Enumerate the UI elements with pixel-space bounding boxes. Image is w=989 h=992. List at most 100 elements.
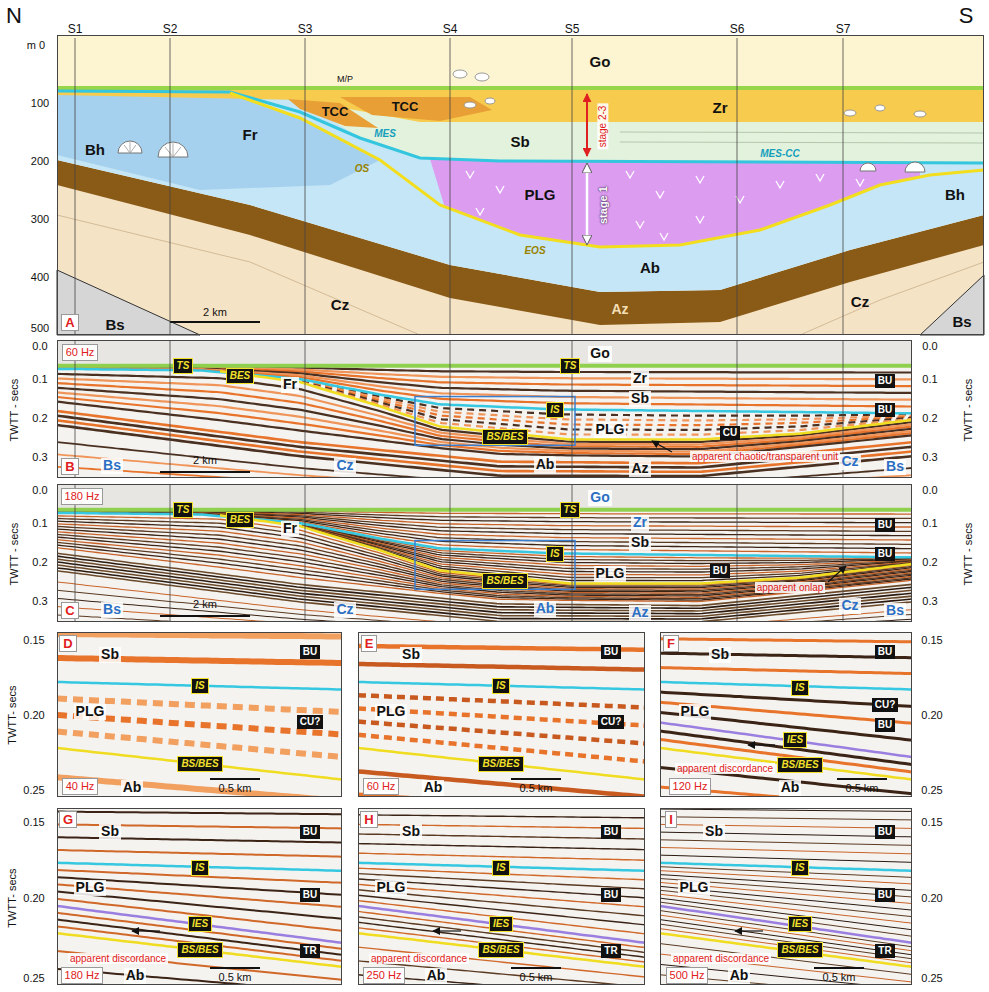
seismic-reflector [660,902,912,936]
unit-label: Sb [99,824,121,839]
tag-text: BU [878,375,892,386]
tcc-unit [340,97,492,121]
pebble [464,102,476,108]
horizon-tag: IES [788,916,812,932]
axis-label: 0.15 [23,634,44,646]
annotation: apparent discordance [671,953,771,964]
cross-section [57,35,984,335]
horizon-label: EOS [524,245,545,256]
unit-label: TCC [322,105,349,119]
compass-label: N [6,4,22,28]
unit-tag: BU [875,547,895,561]
stage-label: stage 1 [597,186,609,224]
horizon-tag: IS [492,678,509,694]
axis-label: m 0 [27,39,45,51]
horizon-tag: BS/BES [478,756,523,772]
unit-label: Zr [713,100,728,117]
tag-text: TR [303,945,316,956]
unit-label: Sb [510,134,529,151]
fr-unit [57,92,380,190]
axis-label: 0.3 [32,451,47,463]
tag-text: BU [303,889,317,900]
horizon-tag: BES [226,368,255,384]
frequency-tag: 60 Hz [62,344,99,361]
seismic-reflector [57,598,912,622]
axis-label: 300 [31,213,49,225]
frequency-tag: 180 Hz [61,488,104,505]
unit-tag: BU [300,645,320,659]
seismic-reflector [660,817,912,820]
seismic-reflector [57,402,912,457]
tag-text: BS/BES [181,758,218,769]
pebble [875,105,885,111]
horizon-tag: BS/BES [478,942,523,958]
axis-label: 0.1 [922,517,937,529]
unit-label: Fr [281,377,299,392]
horizon-tag: IES [783,732,807,748]
frequency-tag: 180 Hz [61,967,104,984]
seismic-reflector [358,961,645,985]
unit-tag: TR [875,944,894,958]
axis-label: 0.25 [921,972,942,984]
horizon-tag: IES [188,916,212,932]
unit-label: Az [629,461,650,476]
unit-label: Go [590,54,611,71]
axis-label: TWTT- secs [6,685,18,744]
seismic-reflector [660,840,912,846]
unit-label: Zr [631,371,649,386]
panel-letter: A [61,314,78,331]
unit-label: Bs [101,458,123,473]
axis-label: 0.25 [23,972,44,984]
panel-letter: C [61,602,78,619]
horizon-tag: BES [226,512,255,528]
unit-label: Bh [945,187,965,204]
scale-bar [160,472,887,968]
axis-label: 0.20 [23,709,44,721]
tag-text: TS [177,360,190,371]
tag-text: BS/BES [486,575,523,586]
unit-tag: CU? [872,698,899,712]
unit-tag: TR [300,944,319,958]
tag-text: BS/BES [781,759,818,770]
unit-tag: BU [300,888,320,902]
tag-text: BS/BES [482,944,519,955]
seismic-reflector [57,607,912,622]
seismic-reflector [660,668,912,674]
unit-label: Go [588,490,611,505]
seismic-reflector [358,664,645,670]
unit-tag: BU [710,564,730,578]
axis-label: 0.2 [922,412,937,424]
seismic-reflector [660,809,912,811]
ab-unit [57,90,984,292]
unit-tag: BU [601,825,621,839]
horizon-tag: BS/BES [177,942,222,958]
seismic-ground [358,808,645,985]
tag-text: 250 Hz [367,969,402,981]
annotation: stage 2-3 [597,103,608,149]
unit-label: Bs [952,314,971,331]
unit-label: PLG [375,704,408,719]
scale-label: 0.5 km [519,782,552,794]
tag-text: BU [878,519,892,530]
tag-text: BU [878,719,892,730]
unit-label: Bs [884,603,906,618]
seismic-reflector [57,812,342,815]
unit-tag: BU [601,888,621,902]
go-unit [57,35,984,335]
axis-label: 0.1 [32,517,47,529]
station-label: S6 [730,23,745,36]
axis-label: TWTT - secs [8,523,20,586]
horizon-tag: IS [191,860,208,876]
seismic-reflector [660,964,912,985]
station-label: S1 [68,23,83,36]
zoom-box [415,397,575,446]
tag-text: BS/BES [486,431,523,442]
seismic-reflector [302,381,912,425]
frequency-tag: 60 Hz [363,778,400,795]
horizon-tag: TS [560,502,581,518]
tag-text: IS [496,680,505,691]
tag-text: IS [195,862,204,873]
unit-label: Cz [331,297,349,314]
seismic-art [57,340,912,992]
tag-text: BU [878,826,892,837]
